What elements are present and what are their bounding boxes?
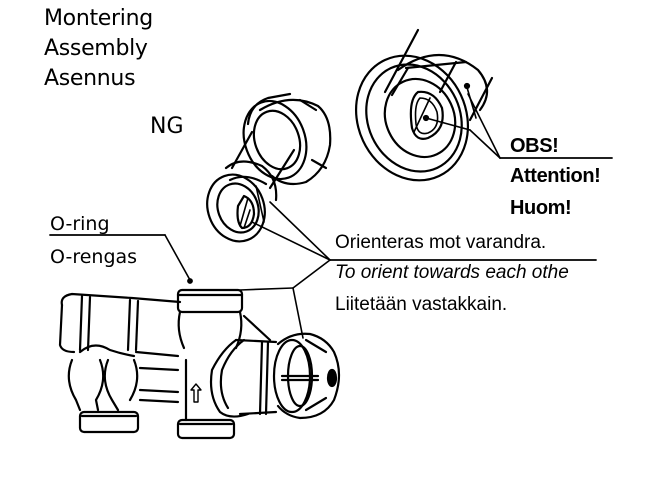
title-line-finnish: Asennus: [44, 66, 136, 91]
oring-leader: [49, 234, 193, 284]
orientation-label-finnish: Liitetään vastakkain.: [335, 294, 508, 315]
orientation-label-swedish: Orienteras mot varandra.: [335, 232, 547, 253]
coupling-end-detail: [354, 28, 613, 182]
valve-body: [58, 288, 341, 440]
orientation-label-english: To orient towards each othe: [335, 262, 569, 283]
oring-label: O-ring: [50, 213, 110, 235]
warning-label-swedish: OBS!: [510, 135, 559, 157]
warning-label-english: Attention!: [510, 165, 601, 187]
warning-label-finnish: Huom!: [510, 197, 572, 219]
title-line-swedish: Montering: [44, 6, 153, 31]
title-line-english: Assembly: [44, 36, 148, 61]
oring-label-finnish: O-rengas: [50, 246, 138, 268]
coupling-nut-assembly: [206, 92, 597, 339]
model-label: NG: [150, 114, 184, 139]
